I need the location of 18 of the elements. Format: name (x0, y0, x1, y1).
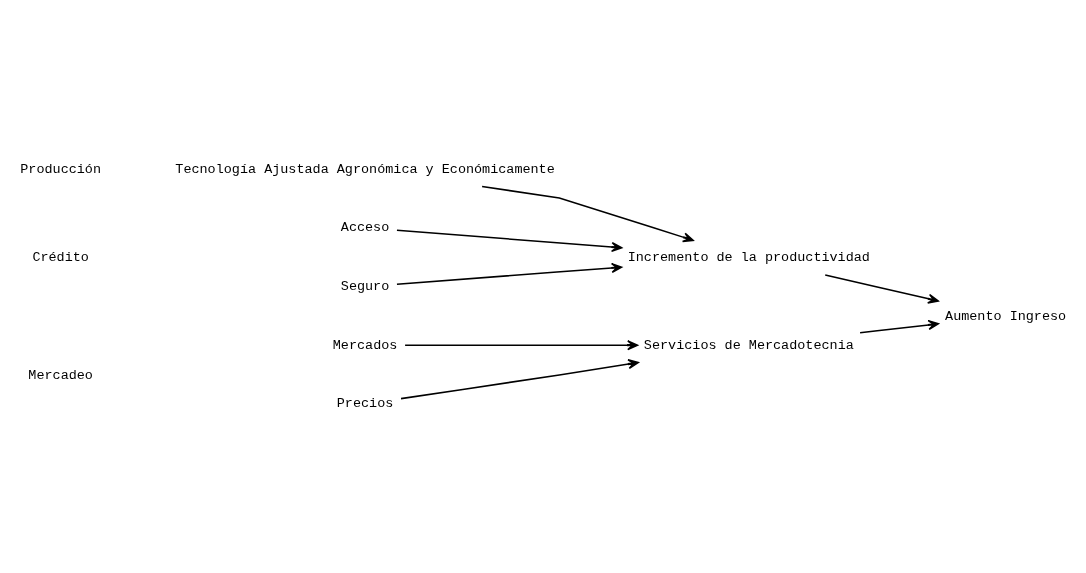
node-text: Incremento de la productividad (627, 250, 870, 266)
arrow (396, 229, 623, 253)
node-text: Seguro (340, 279, 390, 295)
node-text: Servicios de Mercadotecnia (643, 337, 854, 353)
node-text: Tecnología Ajustada Agronómica y Económicamente (175, 161, 555, 177)
arrow (400, 358, 639, 400)
node-text: Mercados (332, 337, 398, 353)
arrow (481, 185, 694, 243)
node-text: Acceso (340, 220, 390, 236)
node-text: Precios (336, 396, 394, 412)
label: Crédito (32, 250, 89, 266)
arrow (404, 340, 639, 351)
node-text: Aumento Ingreso (945, 308, 1067, 324)
arrow (396, 262, 623, 285)
label: Producción (20, 161, 102, 177)
label: Mercadeo (28, 367, 93, 383)
arrow (824, 274, 939, 304)
arrow (859, 319, 940, 334)
